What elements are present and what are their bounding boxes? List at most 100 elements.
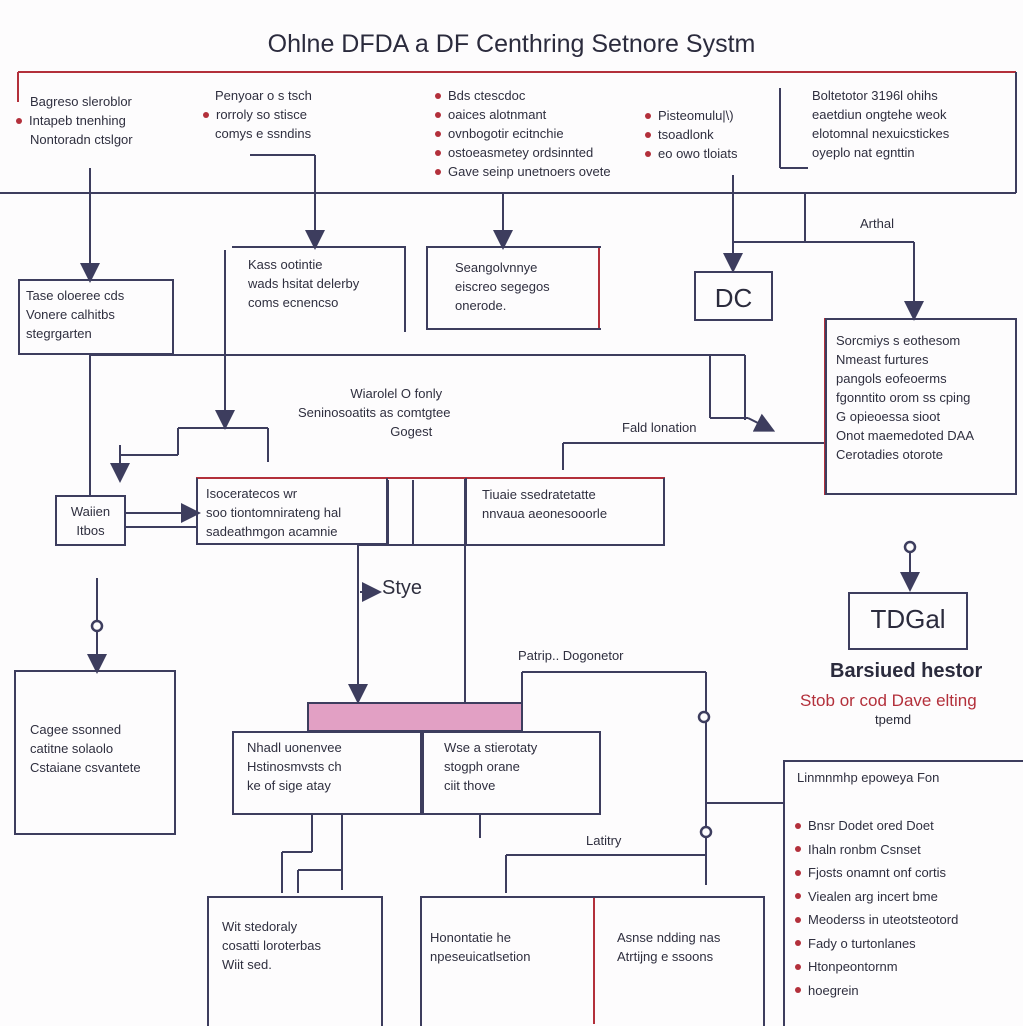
header-col5-item: elotomnal nexuicstickes xyxy=(812,126,950,141)
box-text-line: Vonere calhitbs xyxy=(26,307,115,322)
list-item: Htonpeontornm xyxy=(795,955,958,979)
header-col3-item: oaices alotnmant xyxy=(435,105,611,124)
bullet-icon xyxy=(435,130,441,137)
bullet-icon xyxy=(795,822,801,829)
list-item: Ihaln ronbm Csnset xyxy=(795,838,958,862)
box-text-line: soo tiontomnirateng hal xyxy=(206,505,342,520)
box-text-line: Gogest xyxy=(390,424,433,439)
box-text-line: Honontatie he xyxy=(430,930,511,945)
box-bb2-text: Honontatie he npeseuicatlsetion xyxy=(430,928,530,966)
box-text-line: Isoceratecos wr xyxy=(206,486,298,501)
header-col4: Pisteomulu|\) tsoadlonk eo owo tloiats xyxy=(645,106,738,163)
box-center-left xyxy=(232,731,422,815)
box-bb3-text: Asnse ndding nas Atrtijng e ssoons xyxy=(617,928,720,966)
box-lower1 xyxy=(196,478,388,545)
box-text-line: Seangolvnnye xyxy=(455,260,538,275)
label-stob: Stob or cod Dave elting xyxy=(800,691,977,710)
header-col2: Penyoar o s tsch rorroly so stisce comys… xyxy=(203,86,312,143)
header-col3-item: Gave seinp unetnoers ovete xyxy=(435,162,611,181)
box-text-line: Asnse ndding nas xyxy=(617,930,721,945)
label-fald: Fald lonation xyxy=(622,420,697,435)
bullet-icon xyxy=(795,916,801,923)
header-col3: Bds ctescdoc oaices alotnmant ovnbogotir… xyxy=(435,86,611,181)
bullet-icon xyxy=(435,111,441,118)
box-bottom-left-text: Cagee ssonned catitne solaolo Cstaiane c… xyxy=(30,720,141,777)
box-text-line: Wse a stierotaty xyxy=(444,740,538,755)
box-text-line: onerode. xyxy=(455,298,507,313)
list-item: Fady o turtonlanes xyxy=(795,932,958,956)
label-patrip: Patrip.. Dogonetor xyxy=(518,648,624,663)
box-text-line: Nmeast furtures xyxy=(836,352,929,367)
header-col2-item: rorroly so stisce xyxy=(203,105,312,124)
box-text-line: Cerotadies otorote xyxy=(836,447,943,462)
header-col1-item: Bagreso sleroblor xyxy=(30,94,132,109)
box-left1-text: Tase oloeree cds Vonere calhitbs stegrga… xyxy=(26,286,124,343)
box-right1 xyxy=(825,318,1017,495)
list-item: Bnsr Dodet ored Doet xyxy=(795,814,958,838)
header-col1: Bagreso sleroblor Intapeb tnenhing Nonto… xyxy=(16,92,133,149)
box-text-line: Hstinosmvsts ch xyxy=(247,759,342,774)
box-text-line: Cagee ssonned xyxy=(30,722,122,737)
box-bb1 xyxy=(207,896,383,1026)
box-wairen-text: Waiien Itbos xyxy=(55,502,126,540)
bullet-icon xyxy=(795,940,801,947)
box-left1 xyxy=(18,279,174,355)
box-lower1-text: Isoceratecos wr soo tiontomnirateng hal … xyxy=(206,484,341,541)
box-text-line: Kass ootintie xyxy=(248,257,323,272)
box-text-line: G opieoessa sioot xyxy=(836,409,941,424)
bullet-icon xyxy=(435,92,441,99)
box-bb-group xyxy=(420,896,765,1026)
header-col3-item: ostoeasmetey ordsinnted xyxy=(435,143,611,162)
box-text-line: Tiuaie ssedratetatte xyxy=(482,487,596,502)
header-col4-item: eo owo tloiats xyxy=(645,144,738,163)
box-text-line: Atrtijng e ssoons xyxy=(617,949,714,964)
box-text-line: npeseuicatlsetion xyxy=(430,949,531,964)
box-mid2 xyxy=(426,246,601,330)
box-text-line: stogph orane xyxy=(444,759,520,774)
box-tdgal xyxy=(848,592,968,650)
header-col3-item: ovnbogotir ecitnchie xyxy=(435,124,611,143)
bullet-icon xyxy=(435,149,441,156)
box-right-bottom-list: Bnsr Dodet ored Doet Ihaln ronbm Csnset … xyxy=(795,814,958,1002)
box-lower2 xyxy=(465,478,665,546)
box-mid1-text: Kass ootintie wads hsitat delerby coms e… xyxy=(248,255,359,312)
box-text-line: stegrgarten xyxy=(26,326,92,341)
list-item: Fjosts onamnt onf cortis xyxy=(795,861,958,885)
box-text-line: Cstaiane csvantete xyxy=(30,760,141,775)
header-col1-item: Intapeb tnenhing xyxy=(16,111,133,130)
page-title: Ohlne DFDA a DF Centhring Setnore Systm xyxy=(267,30,756,58)
box-text-line: Tase oloeree cds xyxy=(26,288,125,303)
label-tdgal: TDGal xyxy=(870,604,946,634)
box-text-line: coms ecnencso xyxy=(248,295,339,310)
bullet-icon xyxy=(16,117,22,124)
box-center-right xyxy=(422,731,601,815)
bullet-icon xyxy=(795,869,801,876)
bullet-icon xyxy=(795,963,801,970)
box-text-line: Wiarolel O fonly xyxy=(350,386,443,401)
header-col2-item: Penyoar o s tsch xyxy=(215,88,312,103)
bullet-icon xyxy=(795,987,801,994)
list-item: Meoderss in uteotsteotord xyxy=(795,908,958,932)
bullet-icon xyxy=(645,150,651,157)
header-col2-item: comys e ssndins xyxy=(215,126,312,141)
header-col4-item: Pisteomulu|\) xyxy=(645,106,738,125)
box-text-line: eiscreo segegos xyxy=(455,279,550,294)
box-center-left-text: Nhadl uonenvee Hstinosmvsts ch ke of sig… xyxy=(247,738,342,795)
header-col5-item: Boltetotor 3196l ohihs xyxy=(812,88,938,103)
label-tpemd: tpemd xyxy=(875,712,912,727)
box-text-line: Waiien xyxy=(70,504,111,519)
bullet-icon xyxy=(795,893,801,900)
box-text-line: ke of sige atay xyxy=(247,778,331,793)
label-stye: Stye xyxy=(382,577,423,599)
box-wairen xyxy=(55,495,126,546)
box-text-line: Wiit sed. xyxy=(222,957,272,972)
box-right-bottom-title: Linmnmhp epoweya Fon xyxy=(797,770,940,785)
box-text-line: Nhadl uonenvee xyxy=(247,740,342,755)
box-lower2-text: Tiuaie ssedratetatte nnvaua aeonesooorle xyxy=(482,485,607,523)
header-col5: Boltetotor 3196l ohihs eaetdiun ongtehe … xyxy=(812,86,949,162)
label-barsied: Barsiued hestor xyxy=(830,660,983,682)
bullet-icon xyxy=(645,131,651,138)
label-dc: DC xyxy=(714,283,753,313)
box-center-right-text: Wse a stierotaty stogph orane ciit thove xyxy=(444,738,537,795)
